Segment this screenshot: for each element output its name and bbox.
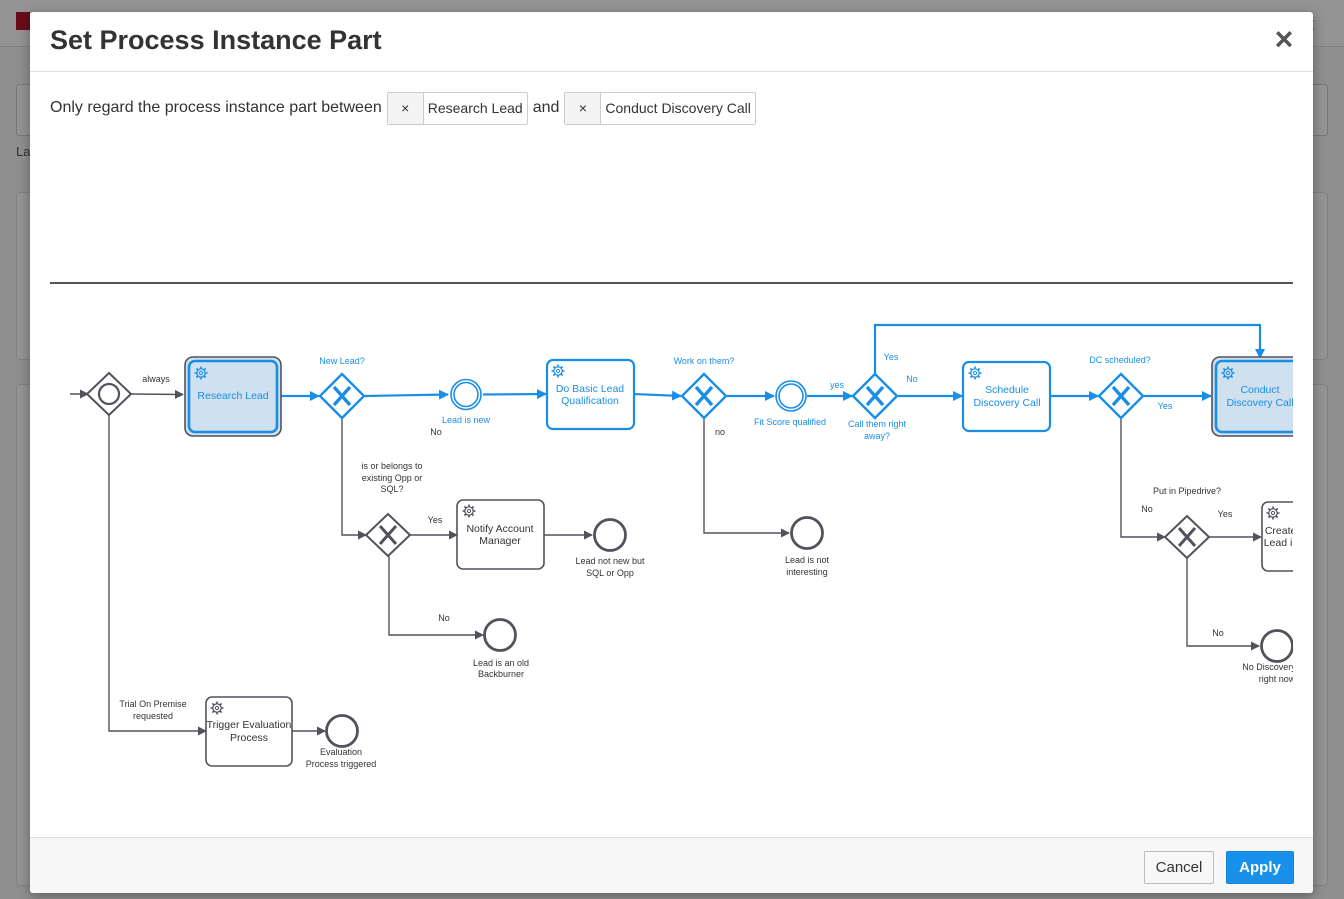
end-node-tag: × Conduct Discovery Call	[564, 91, 756, 125]
flow-label: No	[430, 427, 442, 437]
gateway-dc-scheduled[interactable]	[1097, 372, 1145, 420]
flow-label: Yes	[1218, 509, 1233, 519]
gateway-label: New Lead?	[319, 356, 365, 366]
apply-button[interactable]: Apply	[1226, 851, 1294, 884]
event-old-backburner[interactable]	[483, 618, 517, 652]
event-label: Fit Score qualified	[754, 417, 826, 427]
task-label: Discovery Call	[1226, 397, 1293, 409]
task-trigger-evaluation[interactable]	[205, 696, 293, 767]
event-label: Lead not new but	[575, 556, 645, 566]
task-conduct-discovery-call[interactable]	[1211, 356, 1293, 437]
flow-label: Yes	[1158, 401, 1173, 411]
event-label: Evaluation	[320, 747, 362, 757]
gateway-existing-opp[interactable]	[364, 512, 412, 558]
flow-label: yes	[830, 380, 845, 390]
task-label: Discovery Call	[973, 397, 1040, 409]
gateway-label: existing Opp or	[362, 473, 423, 483]
flow-label: no	[715, 427, 725, 437]
event-label: Lead is an old	[473, 658, 529, 668]
gateway-label: Work on them?	[674, 356, 735, 366]
app-logo	[16, 12, 30, 30]
event-lead-not-new[interactable]	[593, 518, 627, 552]
event-label: right now	[1259, 674, 1293, 684]
task-label: Qualification	[561, 395, 619, 407]
event-label: Lead is new	[442, 415, 491, 425]
task-notify-account-manager[interactable]	[456, 499, 545, 570]
flow-label: Yes	[428, 515, 443, 525]
task-basic-lead-qualification[interactable]	[545, 358, 636, 431]
gateway-parallel-start[interactable]	[85, 371, 133, 417]
flow-label: No	[1141, 504, 1153, 514]
task-create-lead-pipedrive[interactable]	[1261, 501, 1293, 572]
modal-title: Set Process Instance Part	[50, 25, 382, 55]
event-evaluation-triggered[interactable]	[325, 714, 359, 748]
event-fit-score-qualified[interactable]	[775, 380, 807, 412]
task-schedule-discovery-call[interactable]	[961, 360, 1052, 433]
event-label: Process triggered	[306, 759, 377, 769]
flow-label: No	[438, 613, 450, 623]
active-flows	[281, 323, 1265, 401]
close-icon[interactable]: ×	[1274, 21, 1294, 57]
event-lead-not-interesting[interactable]	[790, 516, 824, 550]
end-node-value: Conduct Discovery Call	[605, 100, 751, 116]
task-label: Trigger Evaluation	[207, 719, 292, 731]
task-label: Manager	[479, 535, 521, 547]
event-label: Lead is not	[785, 555, 830, 565]
bpmn-diagram[interactable]: Research Lead Do Basic Lead Qualificatio…	[50, 284, 1293, 834]
task-label: Lead in Pip	[1264, 537, 1293, 549]
diagram-top-border	[50, 282, 1293, 284]
gateway-label: is or belongs to	[361, 461, 422, 471]
cancel-button[interactable]: Cancel	[1144, 851, 1214, 884]
event-lead-is-new[interactable]	[450, 378, 482, 411]
task-label: Conduct	[1240, 384, 1279, 396]
filter-description: Only regard the process instance part be…	[50, 99, 382, 116]
gateway-label: SQL?	[380, 484, 403, 494]
gateway-label: away?	[864, 431, 890, 441]
and-label: and	[532, 99, 560, 116]
gateway-pipedrive[interactable]	[1163, 514, 1211, 560]
flow-label: always	[142, 374, 170, 384]
event-label: interesting	[786, 567, 828, 577]
flow-label: Yes	[884, 352, 899, 362]
remove-end-node-button[interactable]: ×	[565, 92, 602, 124]
task-research-lead[interactable]	[184, 356, 282, 437]
task-label: Process	[230, 732, 268, 744]
inactive-flows	[70, 389, 1262, 736]
gateway-new-lead[interactable]	[318, 372, 366, 420]
start-node-tag: × Research Lead	[386, 91, 528, 125]
flow-label: No	[1212, 628, 1224, 638]
task-label: Create uniq	[1265, 525, 1293, 537]
task-label: Notify Account	[466, 523, 533, 535]
event-label: SQL or Opp	[586, 568, 634, 578]
event-label: No Discovery Cal	[1242, 662, 1293, 672]
flow-label: No	[906, 374, 918, 384]
event-label: Backburner	[478, 669, 524, 679]
event-no-discovery-call[interactable]	[1260, 629, 1293, 663]
modal-footer: Cancel Apply	[30, 837, 1313, 893]
gateway-label: DC scheduled?	[1089, 355, 1151, 365]
gateway-label: Call them right	[848, 419, 907, 429]
process-instance-part-modal: Set Process Instance Part × Only regard …	[30, 12, 1313, 893]
gateway-work-on-them[interactable]	[680, 372, 728, 420]
gateway-call-them[interactable]	[851, 372, 899, 420]
remove-start-node-button[interactable]: ×	[387, 92, 424, 124]
gateway-label: Put in Pipedrive?	[1153, 486, 1221, 496]
flow-label: requested	[133, 711, 173, 721]
task-label: Schedule	[985, 384, 1029, 396]
background-label: La	[16, 144, 31, 159]
flow-label: Trial On Premise	[119, 699, 186, 709]
task-label: Do Basic Lead	[556, 383, 624, 395]
start-node-value: Research Lead	[427, 100, 523, 116]
instance-part-filter: Only regard the process instance part be…	[50, 91, 756, 125]
modal-header: Set Process Instance Part ×	[30, 12, 1313, 72]
task-label: Research Lead	[197, 390, 268, 402]
